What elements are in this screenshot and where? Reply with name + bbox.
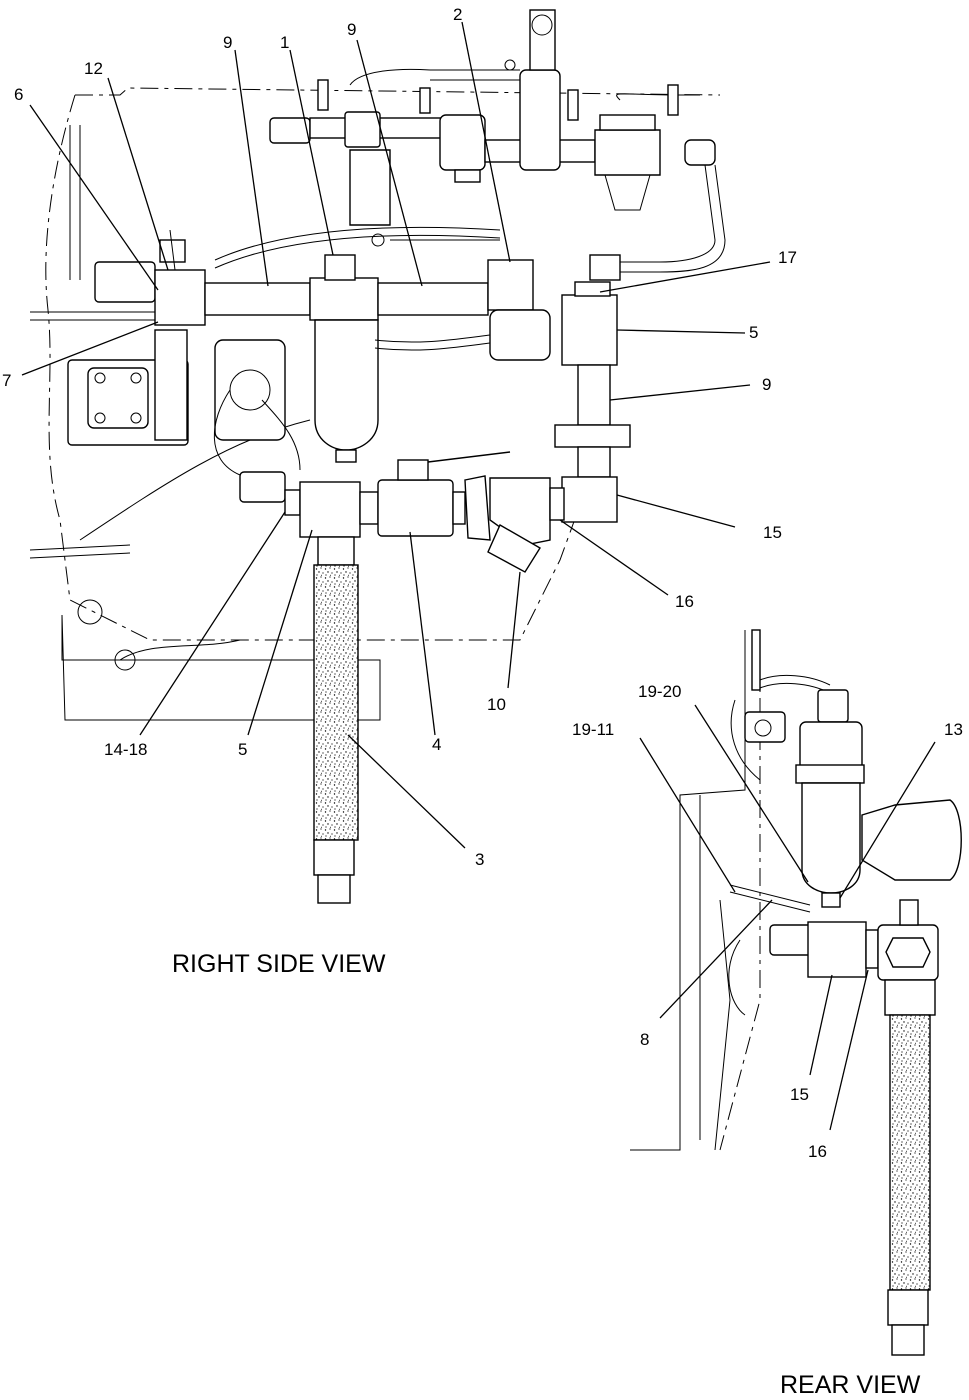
callout-14-18: 14-18 <box>104 740 147 759</box>
callouts-rear: 19-20 19-11 13 8 15 16 <box>572 682 963 1161</box>
rear-lower-assembly <box>728 884 939 1016</box>
rear-view: 19-20 19-11 13 8 15 16 REAR VIEW <box>572 629 963 1399</box>
right-column <box>489 281 631 523</box>
callout-15: 15 <box>790 1085 809 1104</box>
callout-12: 12 <box>84 59 103 78</box>
filter-bowl-icon <box>314 319 379 463</box>
callout-9: 9 <box>762 375 771 394</box>
hose-pattern <box>313 536 359 904</box>
upper-pipe-run <box>204 226 534 321</box>
callout-6: 6 <box>14 85 23 104</box>
solenoid-valve <box>94 229 206 326</box>
callout-4: 4 <box>432 735 441 754</box>
callout-1: 1 <box>280 33 289 52</box>
pump-assembly <box>67 329 286 446</box>
callout-7: 7 <box>2 371 11 390</box>
callout-10: 10 <box>487 695 506 714</box>
callout-17: 17 <box>778 248 797 267</box>
right-side-view: 2 9 1 9 12 6 17 5 9 7 15 16 10 14-18 5 4… <box>2 5 797 978</box>
callout-15: 15 <box>763 523 782 542</box>
callout-9: 9 <box>347 20 356 39</box>
leader-lines-rear <box>639 704 936 1131</box>
ball-valve-icon <box>397 451 511 481</box>
lower-pipe-run <box>239 471 565 573</box>
rear-filter-bowl <box>795 721 962 908</box>
callout-16: 16 <box>808 1142 827 1161</box>
callout-19-20: 19-20 <box>638 682 681 701</box>
callout-5: 5 <box>749 323 758 342</box>
callout-3: 3 <box>475 850 484 869</box>
callout-9: 9 <box>223 33 232 52</box>
leader-lines-right <box>21 21 771 849</box>
upper-regulator-cluster <box>269 9 726 281</box>
callout-2: 2 <box>453 5 462 24</box>
callout-19-11: 19-11 <box>572 720 614 739</box>
callout-16: 16 <box>675 592 694 611</box>
callout-8: 8 <box>640 1030 649 1049</box>
rear-hose <box>884 979 936 1356</box>
rear-view-title: REAR VIEW <box>780 1371 921 1399</box>
callouts-right: 2 9 1 9 12 6 17 5 9 7 15 16 10 14-18 5 4… <box>2 5 797 869</box>
callout-13: 13 <box>944 720 963 739</box>
right-side-view-title: RIGHT SIDE VIEW <box>172 950 386 978</box>
tubing-lines <box>213 239 500 476</box>
rear-frame-outline <box>630 630 761 1151</box>
callout-5: 5 <box>238 740 247 759</box>
